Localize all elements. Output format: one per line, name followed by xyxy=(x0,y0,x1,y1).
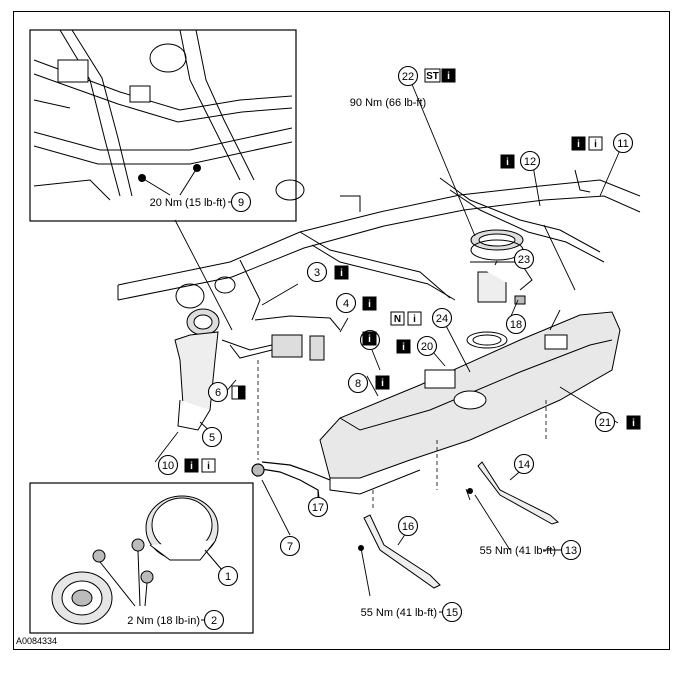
callout-number: 18 xyxy=(510,319,522,331)
callout-8: 8 xyxy=(347,372,369,394)
svg-text:i: i xyxy=(381,378,384,389)
svg-text:i: i xyxy=(594,139,597,150)
info-icon: i xyxy=(184,458,199,473)
fuel-hose-drawing xyxy=(251,461,331,509)
callout-21: 21 xyxy=(594,411,616,433)
callout-number: 3 xyxy=(314,267,320,279)
torque-spec-13: 55 Nm (41 lb-ft) xyxy=(480,545,556,557)
callout-number: 11 xyxy=(617,138,628,150)
callout-number: 4 xyxy=(343,298,349,310)
callout-7: 7 xyxy=(279,535,301,557)
svg-text:i: i xyxy=(447,71,450,82)
callout-15: 15 xyxy=(441,601,463,623)
info-icon: i xyxy=(626,415,641,430)
callout-number: 10 xyxy=(162,460,174,472)
callout-3: 3 xyxy=(306,261,328,283)
svg-text:i: i xyxy=(413,314,416,325)
half-info-icon xyxy=(231,385,246,400)
svg-text:i: i xyxy=(368,299,371,310)
callout-6: 6 xyxy=(207,381,229,403)
svg-text:i: i xyxy=(207,461,210,472)
inset-frame-top xyxy=(29,29,297,222)
hidden-lines xyxy=(257,360,547,510)
callout-number: 20 xyxy=(421,341,433,353)
callout-number: 8 xyxy=(355,378,361,390)
svg-text:i: i xyxy=(190,461,193,472)
info-icon: i xyxy=(362,296,377,311)
callout-number: 13 xyxy=(565,545,577,557)
filler-pipe-drawing xyxy=(174,308,301,431)
info-icon: i xyxy=(571,136,586,151)
small-bolts xyxy=(358,488,473,551)
callout-number: 17 xyxy=(312,502,324,514)
svg-text:i: i xyxy=(402,342,405,353)
inset-top-frame-drawing xyxy=(33,29,305,201)
svg-text:i: i xyxy=(632,418,635,429)
callout-14: 14 xyxy=(513,453,535,475)
info-outline-icon: i xyxy=(407,311,422,326)
figure-code: A0084334 xyxy=(16,636,58,646)
callout-4: 4 xyxy=(335,292,357,314)
callout-20: 20 xyxy=(416,335,438,357)
callout-22: 22 xyxy=(397,65,419,87)
callout-16: 16 xyxy=(397,515,419,537)
callout-17: 17 xyxy=(307,496,329,518)
fuel-tank-drawing xyxy=(319,311,621,495)
callout-13: 13 xyxy=(560,539,582,561)
inset-top-bolts xyxy=(138,164,201,196)
info-outline-icon: i xyxy=(201,458,216,473)
callout-9: 9 xyxy=(230,191,252,213)
callout-number: 12 xyxy=(524,156,536,168)
info-icon: i xyxy=(362,331,377,346)
callout-number: 15 xyxy=(446,607,458,619)
torque-spec-9: 20 Nm (15 lb-ft) xyxy=(150,197,226,209)
callout-11: 11 xyxy=(612,132,634,154)
callout-18: 18 xyxy=(505,313,527,335)
info-icon: i xyxy=(375,375,390,390)
svg-text:i: i xyxy=(577,139,580,150)
svg-text:i: i xyxy=(340,268,343,279)
svg-text:ST: ST xyxy=(426,71,439,82)
special-tool-icon: ST xyxy=(424,68,441,83)
new-part-icon: N xyxy=(390,311,405,326)
diagram-frame xyxy=(13,11,670,650)
callout-24: 24 xyxy=(431,307,453,329)
evap-canister-drawing xyxy=(229,315,341,361)
callout-number: 6 xyxy=(215,387,221,399)
callout-5: 5 xyxy=(201,426,223,448)
callout-number: 2 xyxy=(211,615,217,627)
vehicle-frame-drawing xyxy=(117,169,641,321)
callout-23: 23 xyxy=(513,248,535,270)
info-icon: i xyxy=(500,154,515,169)
callout-number: 22 xyxy=(402,71,414,83)
torque-spec-2: 2 Nm (18 lb-in) xyxy=(127,615,200,627)
callout-number: 5 xyxy=(209,432,215,444)
callout-number: 1 xyxy=(225,571,231,583)
callout-1: 1 xyxy=(217,565,239,587)
torque-spec-22: 90 Nm (66 lb-ft) xyxy=(350,97,426,109)
callout-number: 21 xyxy=(599,417,611,429)
info-icon: i xyxy=(396,339,411,354)
callout-number: 14 xyxy=(518,459,530,471)
callout-number: 23 xyxy=(518,254,530,266)
callout-number: 9 xyxy=(238,197,244,209)
fuel-pump-module-drawing xyxy=(466,229,533,349)
fuel-cap-drawing xyxy=(51,495,219,625)
callout-2: 2 xyxy=(203,609,225,631)
info-icon: i xyxy=(334,265,349,280)
svg-text:N: N xyxy=(394,314,401,325)
info-outline-icon: i xyxy=(588,136,603,151)
info-icon: i xyxy=(441,68,456,83)
svg-text:i: i xyxy=(368,334,371,345)
svg-text:i: i xyxy=(506,157,509,168)
callout-number: 24 xyxy=(436,313,448,325)
callout-12: 12 xyxy=(519,150,541,172)
tank-straps-drawing xyxy=(363,461,559,589)
callout-number: 7 xyxy=(287,541,293,553)
callout-10: 10 xyxy=(157,454,179,476)
torque-spec-15: 55 Nm (41 lb-ft) xyxy=(361,607,437,619)
callout-number: 16 xyxy=(402,521,414,533)
